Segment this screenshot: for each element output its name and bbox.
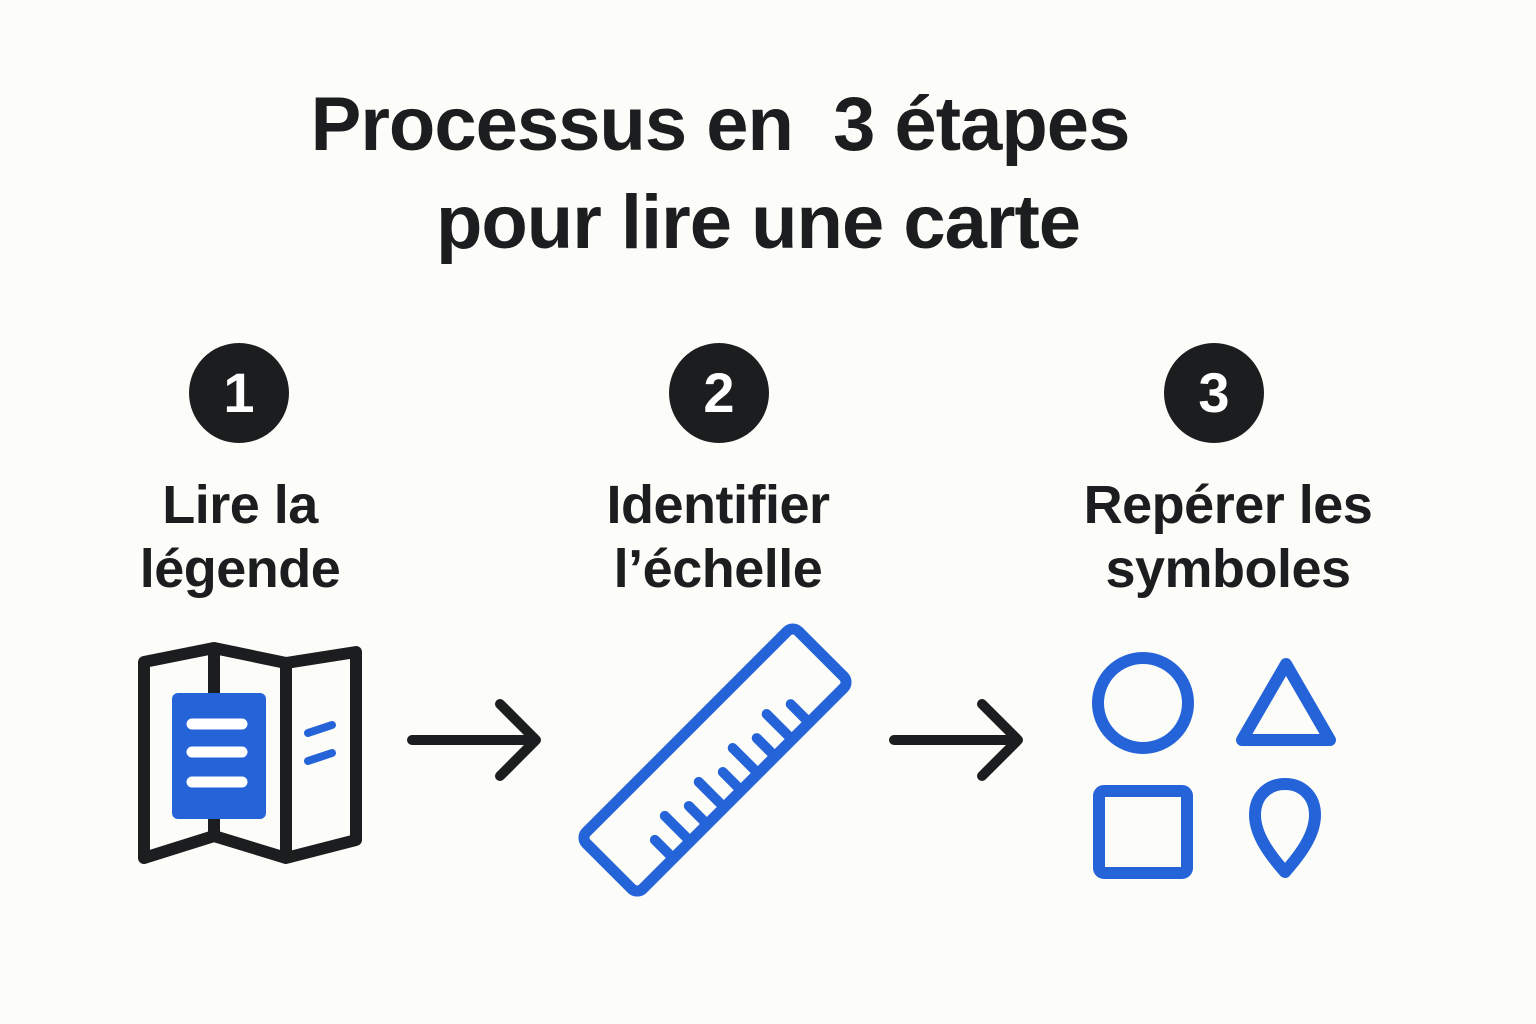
folded-map-icon (138, 642, 362, 864)
step-2-label-line-2: l’échelle (613, 539, 823, 599)
step-1-label-line-2: légende (139, 539, 341, 599)
step-1-label: Lire la légende (60, 473, 420, 601)
diagram-title-line-1: Processus en 3 étapes (310, 82, 1131, 167)
step-1-number-badge: 1 (189, 343, 289, 443)
arrow-right-icon (407, 699, 541, 781)
diagram-title-line-2: pour lire une carte (435, 180, 1081, 265)
step-3-number-badge: 3 (1164, 343, 1264, 443)
shapes-symbols-icon (1092, 652, 1336, 879)
step-3-label-line-1: Repérer les (1083, 475, 1373, 535)
step-2-label: Identifier l’échelle (538, 473, 898, 601)
step-1-label-line-1: Lire la (162, 475, 318, 535)
step-3-label-line-2: symboles (1105, 539, 1351, 599)
arrow-right-icon (889, 699, 1023, 781)
ruler-icon (578, 623, 852, 897)
step-3-label: Repérer les symboles (1048, 473, 1408, 601)
circle-symbol-icon (1092, 652, 1194, 754)
drop-symbol-icon (1249, 778, 1321, 878)
step-2-number-badge: 2 (669, 343, 769, 443)
square-symbol-icon (1093, 785, 1193, 879)
triangle-symbol-icon (1236, 658, 1336, 746)
step-2-label-line-1: Identifier (606, 475, 830, 535)
